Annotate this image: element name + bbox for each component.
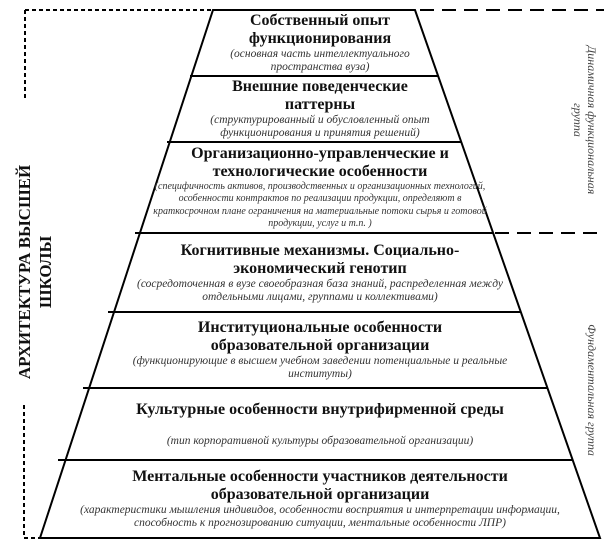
layer-description: (характеристики мышления индивидов, особ… [80, 504, 560, 529]
layer-description: (основная часть интеллектуального простр… [230, 48, 410, 73]
pyramid-layer: Собственный опыт функционирования (основ… [40, 10, 600, 76]
pyramid-trapezoid [38, 9, 602, 539]
pyramid-layer: Институциональные особенности образовате… [40, 312, 600, 388]
layer-title: Когнитивные механизмы. Социально-экономи… [180, 241, 460, 277]
pyramid-layer: Организационно-управленческие и технолог… [40, 142, 600, 233]
layer-description: (функционирующие в высшем учебном заведе… [132, 355, 508, 380]
pyramid-layer: Внешние поведенческие паттерны (структур… [40, 76, 600, 142]
layer-title: Институциональные особенности образовате… [197, 319, 443, 354]
left-bracket [23, 9, 213, 539]
pyramid-layer: Культурные особенности внутрифирменной с… [40, 388, 600, 460]
layer-description: (тип корпоративной культуры образователь… [166, 434, 474, 447]
layer-title: Ментальные особенности участников деятел… [132, 468, 508, 503]
title-line: АРХИТЕКТУРА ВЫСШЕЙ [15, 164, 34, 380]
layer-title: Организационно-управленческие и технолог… [191, 144, 449, 180]
layer-description: (сосредоточенная в вузе своеобразная баз… [137, 277, 503, 303]
layer-title: Культурные особенности внутрифирменной с… [136, 400, 504, 418]
layer-title: Собственный опыт функционирования [248, 12, 392, 47]
pyramid-layer: Когнитивные механизмы. Социально-экономи… [40, 233, 600, 312]
layer-description: (специфичность активов, производственных… [153, 180, 487, 230]
layer-title: Внешние поведенческие паттерны [232, 78, 408, 113]
pyramid-layer: Ментальные особенности участников деятел… [40, 460, 600, 538]
layer-description: (структурированный и обусловленный опыт … [210, 114, 430, 139]
right-group-separators [420, 9, 604, 234]
